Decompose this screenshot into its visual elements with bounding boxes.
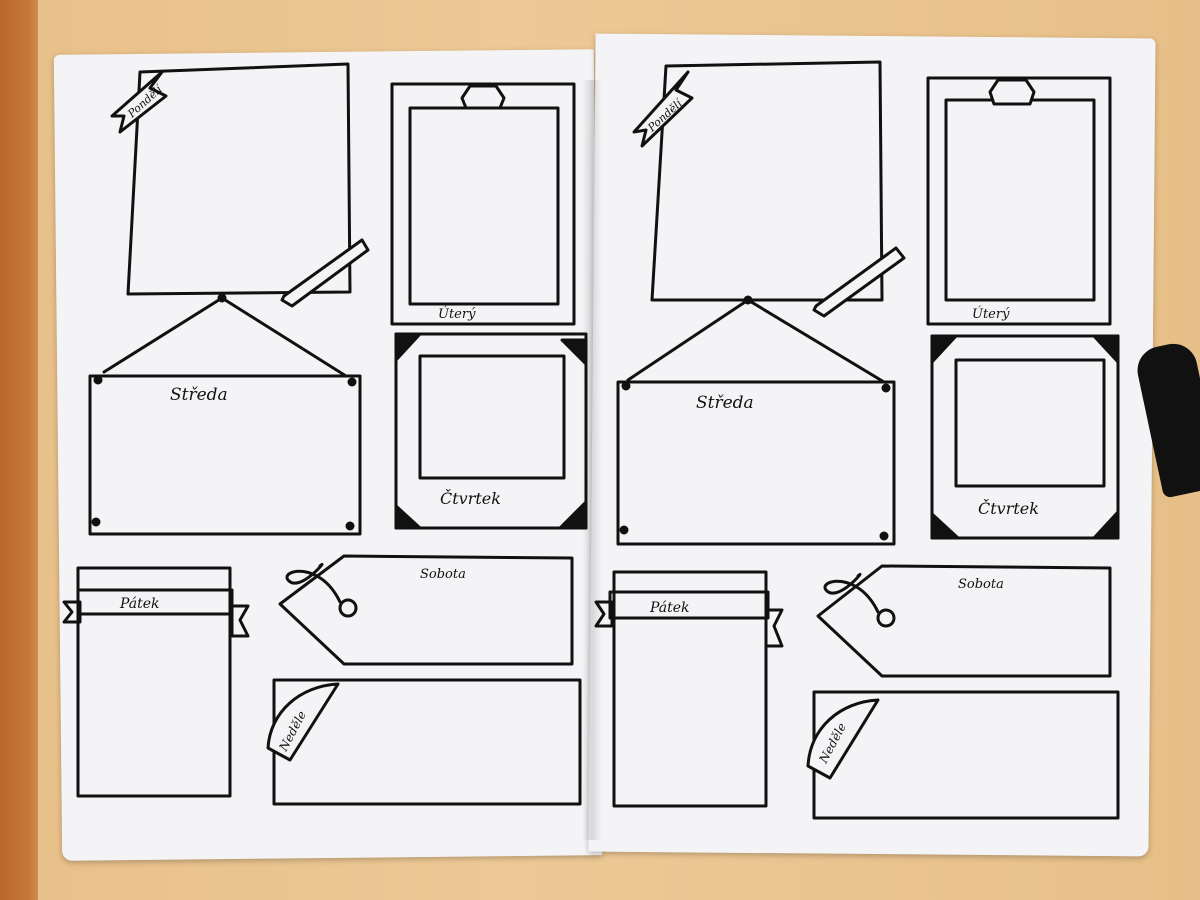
left-wednesday-label: Středa: [170, 385, 228, 405]
right-thursday-frame: [930, 334, 1120, 540]
right-wednesday-label: Středa: [696, 393, 754, 413]
left-tuesday-frame: [390, 82, 576, 326]
right-sunday-frame: [806, 690, 1120, 820]
right-wednesday-frame: [616, 295, 896, 546]
right-saturday-tag: [816, 564, 1112, 678]
right-monday-frame: [632, 60, 906, 318]
right-tuesday-label: Úterý: [972, 305, 1010, 322]
left-thursday-label: Čtvrtek: [440, 488, 501, 508]
right-tuesday-frame: [926, 76, 1112, 326]
left-sunday-frame: [266, 678, 582, 806]
left-saturday-label: Sobota: [420, 567, 466, 582]
left-monday-frame: [110, 62, 370, 308]
right-saturday-label: Sobota: [958, 577, 1004, 592]
left-thursday-frame: [394, 332, 588, 530]
right-thursday-label: Čtvrtek: [978, 498, 1039, 518]
notebook-spine: [582, 80, 602, 840]
left-wednesday-frame: [88, 293, 362, 536]
right-friday-frame: [594, 570, 784, 808]
right-friday-label: Pátek: [649, 600, 690, 616]
left-saturday-tag: [278, 554, 574, 666]
left-friday-label: Pátek: [119, 596, 160, 612]
left-friday-frame: [62, 566, 250, 798]
left-tuesday-label: Úterý: [438, 305, 476, 322]
